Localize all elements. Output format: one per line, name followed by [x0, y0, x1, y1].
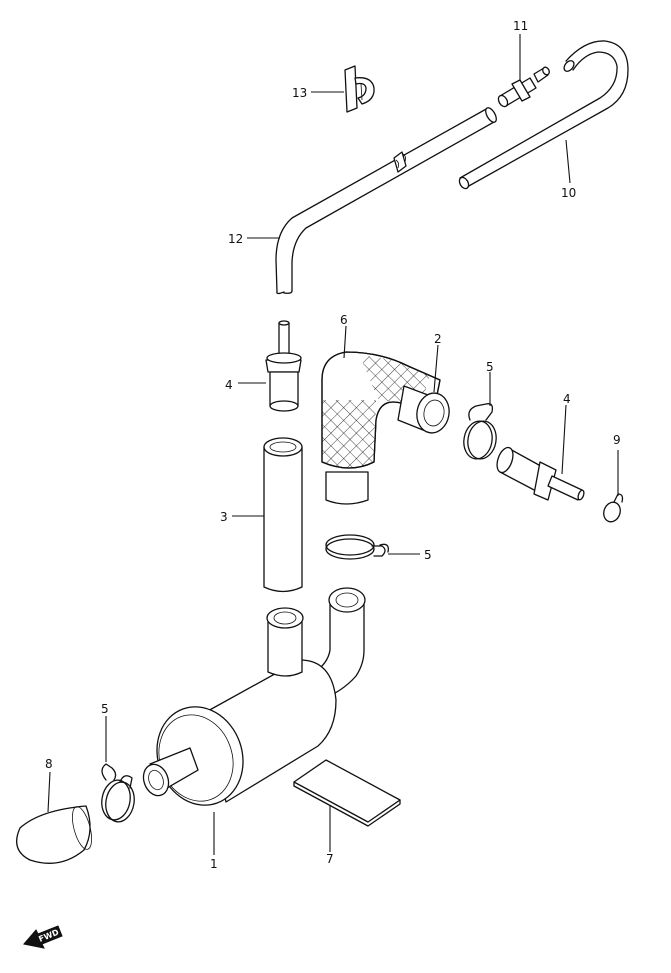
part-10-hose[interactable]: [458, 40, 629, 190]
label-6: 6: [340, 313, 348, 327]
part-3-hose[interactable]: [263, 437, 303, 593]
part-7-pad[interactable]: [293, 759, 401, 827]
leader-lines: [47, 34, 619, 855]
label-2: 2: [434, 332, 442, 346]
label-5-upper: 5: [486, 360, 494, 374]
part-5-clamp-upper-right[interactable]: [461, 403, 499, 461]
part-4-fitting-right[interactable]: [494, 445, 585, 501]
part-4-fitting-left[interactable]: [265, 320, 302, 412]
label-13: 13: [292, 86, 307, 100]
part-5-clamp-lower-left[interactable]: [99, 763, 138, 824]
label-10: 10: [561, 186, 576, 200]
part-13-clip[interactable]: [344, 65, 375, 113]
label-8: 8: [45, 757, 53, 771]
forward-direction-arrow-icon: FWD: [23, 925, 63, 949]
part-1-chamber[interactable]: [139, 587, 366, 817]
label-12: 12: [228, 232, 243, 246]
part-5-clamp-middle[interactable]: [325, 534, 389, 560]
label-7: 7: [326, 852, 334, 866]
label-4-left: 4: [225, 378, 233, 392]
label-5-middle: 5: [424, 548, 432, 562]
label-11: 11: [513, 19, 528, 33]
part-number-labels: 1 2 3 4 4 5 5 5 6 7 8 9 10 11 12 13: [45, 19, 621, 871]
part-8-cap[interactable]: [16, 805, 96, 864]
label-5-lower: 5: [101, 702, 109, 716]
part-11-connector[interactable]: [497, 66, 551, 108]
part-9-clip[interactable]: [601, 493, 624, 524]
part-12-hose[interactable]: [275, 106, 498, 295]
label-1: 1: [210, 857, 218, 871]
label-4-right: 4: [563, 392, 571, 406]
part-2-tube[interactable]: [397, 385, 452, 435]
label-9: 9: [613, 433, 621, 447]
label-3: 3: [220, 510, 228, 524]
